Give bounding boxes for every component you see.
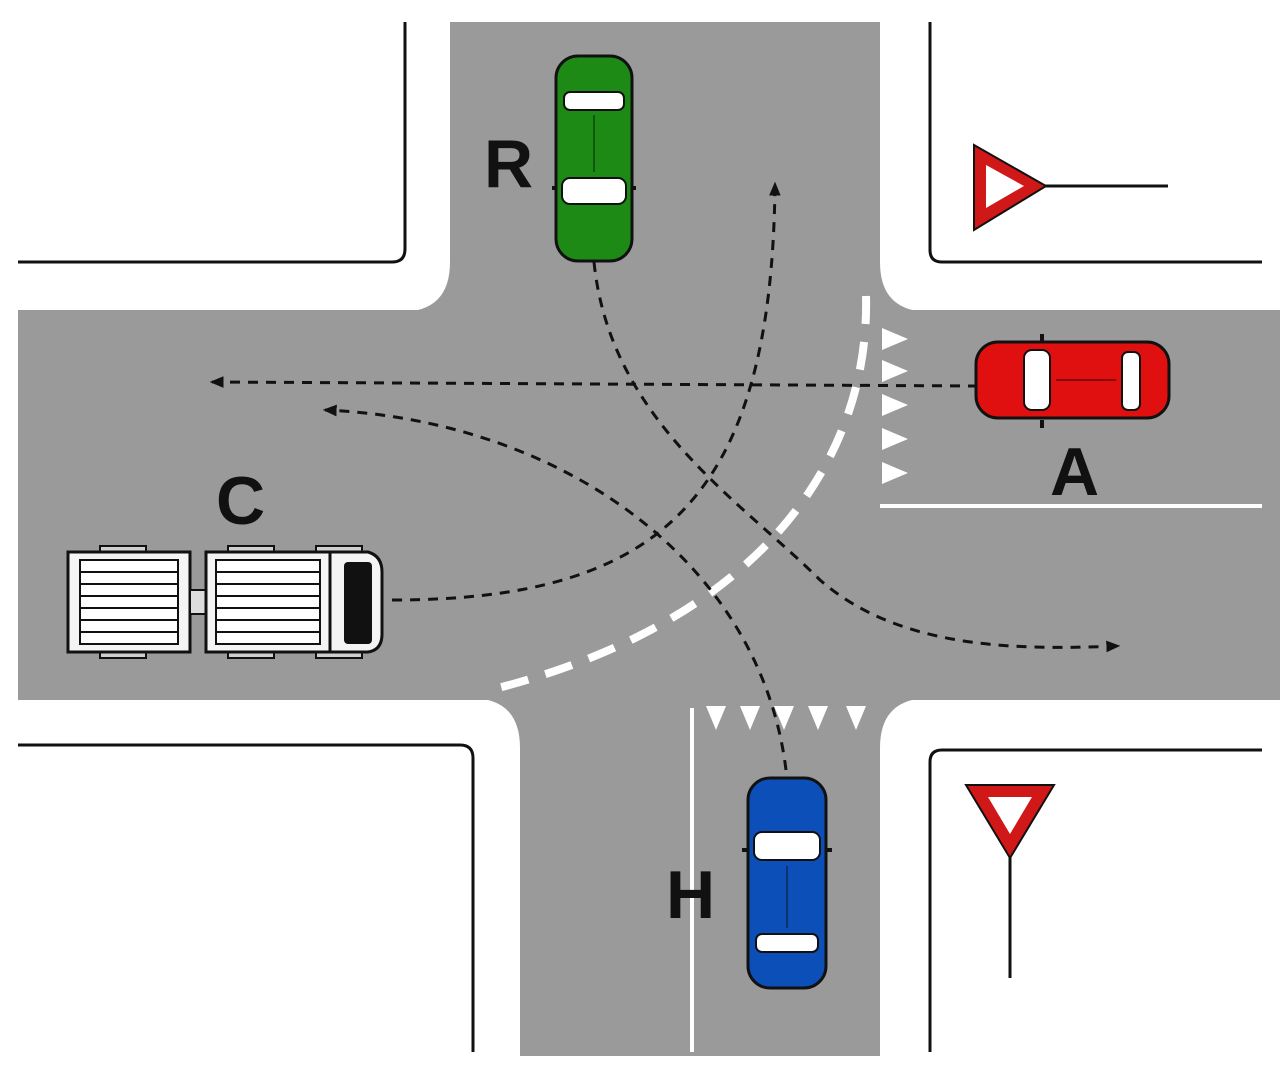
priority-road-curve	[496, 295, 871, 692]
path-c-left	[391, 181, 781, 602]
car-r	[552, 54, 636, 263]
car-a	[974, 334, 1171, 428]
vehicle-paths	[209, 181, 1121, 771]
yield-sign-icon	[964, 784, 1056, 978]
give-way-teeth-south	[706, 706, 866, 730]
path-r-left	[592, 261, 1121, 653]
curb-lines	[18, 22, 1262, 1052]
label-h: H	[666, 857, 715, 933]
label-a: A	[1050, 434, 1099, 510]
give-way-teeth-east	[882, 328, 908, 484]
yield-sign-icon	[973, 143, 1168, 232]
truck-c	[66, 545, 384, 659]
path-a-straight	[209, 376, 979, 388]
label-r: R	[484, 126, 533, 202]
label-c: C	[216, 463, 265, 539]
car-h	[742, 776, 832, 990]
lane-markings	[496, 295, 1262, 1052]
